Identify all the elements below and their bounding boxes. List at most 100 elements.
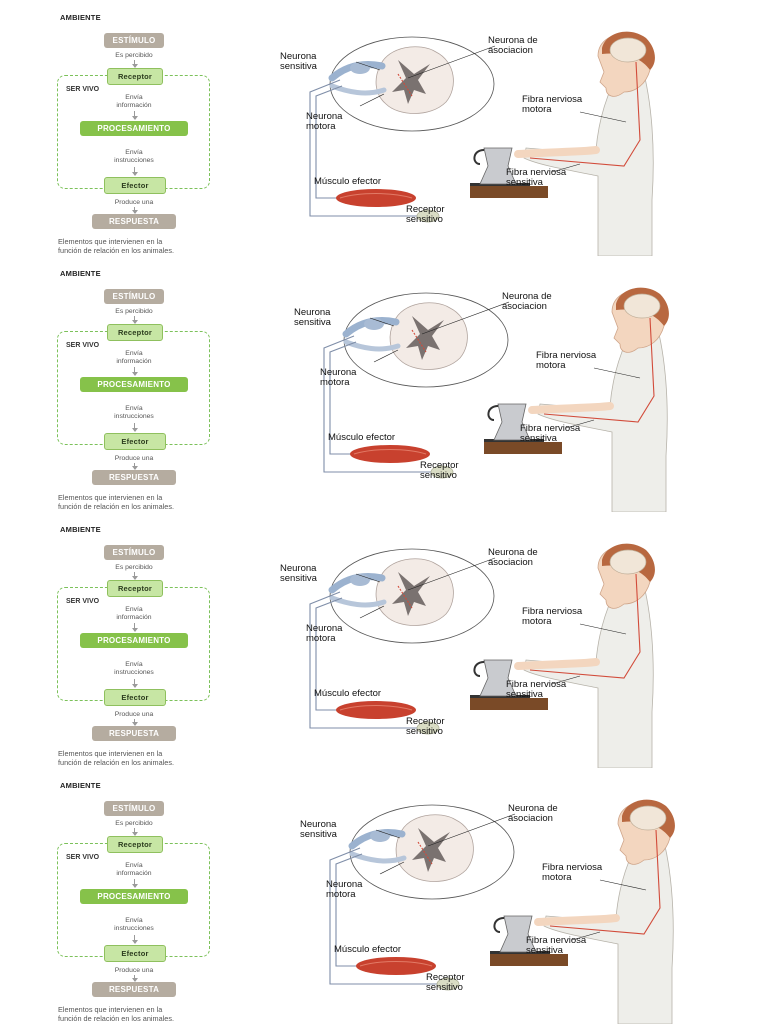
gray-matter (412, 828, 450, 872)
envia-informacion-text: Envía información (84, 862, 184, 878)
leader-line (407, 557, 496, 591)
nerve-fiber-path (549, 829, 661, 935)
effector-muscle (336, 189, 416, 207)
informacion-line: información (116, 614, 152, 621)
caption-line-2: función de relación en los animales. (58, 758, 175, 767)
ser-vivo-label: SER VIVO (66, 854, 100, 861)
label-line: Receptor (426, 972, 465, 983)
motor-fiber (315, 85, 343, 199)
motor-root (343, 339, 401, 352)
arrow-connector (131, 367, 138, 376)
dorsal-ganglion (370, 830, 390, 842)
instrucciones-line: instrucciones (114, 669, 154, 676)
association-neuron (411, 329, 427, 353)
es-percibido-text: Es percibido (115, 308, 153, 315)
receptor-sensitivo-label: Receptor sensitivo (406, 717, 445, 736)
arrow-connector (131, 463, 138, 470)
receptor-box: Receptor (107, 836, 163, 853)
arrow-connector (131, 316, 138, 324)
ser-vivo-label: SER VIVO (66, 598, 100, 605)
flow-caption: Elementos que intervienen en la función … (58, 237, 174, 255)
ambiente-heading: AMBIENTE (60, 781, 101, 790)
motor-fiber (329, 341, 357, 455)
envia-informacion-text: Envía información (84, 350, 184, 366)
label-line: Neurona de (502, 291, 552, 302)
neurona-asociacion-label: Neurona de asociacion (502, 292, 552, 311)
leader-line (369, 317, 395, 327)
gray-matter (392, 572, 430, 616)
envia-line: Envía (125, 405, 143, 412)
ser-vivo-label: SER VIVO (66, 86, 100, 93)
reflex-arc-illustration: Neurona sensitiva Neurona de asociacion … (294, 256, 684, 512)
label-line: Neurona (306, 111, 343, 122)
ambiente-heading: AMBIENTE (60, 269, 101, 278)
motor-fiber (335, 853, 363, 967)
association-neuron (417, 841, 433, 865)
caption-line-1: Elementos que intervienen en la (58, 237, 163, 246)
label-line: sensitivo (406, 725, 443, 737)
arrow-connector (131, 623, 138, 632)
arrow-connector (131, 719, 138, 726)
caption-line-2: función de relación en los animales. (58, 502, 175, 511)
nerve-fiber-path (543, 317, 655, 423)
fibra-sensitiva-label: Fibra nerviosa sensitiva (526, 936, 586, 955)
arrow-connector (131, 111, 138, 120)
label-line: motora (320, 376, 350, 388)
efector-box: Efector (104, 177, 166, 194)
envia-line: Envía (125, 350, 143, 357)
caption-line-1: Elementos que intervienen en la (58, 493, 163, 502)
envia-informacion-text: Envía información (84, 94, 184, 110)
informacion-line: información (116, 870, 152, 877)
person-body (523, 571, 654, 768)
estimulo-box: ESTÍMULO (104, 545, 164, 560)
neurona-asociacion-label: Neurona de asociacion (488, 36, 538, 55)
label-line: sensitiva (280, 60, 317, 72)
stove-top (490, 954, 568, 966)
procesamiento-box: PROCESAMIENTO (80, 633, 188, 648)
leader-line (579, 623, 627, 635)
ambiente-heading: AMBIENTE (60, 13, 101, 22)
arrow-connector (131, 167, 138, 176)
label-line: sensitiva (506, 176, 543, 188)
label-line: motora (522, 615, 552, 627)
produce-una-text: Produce una (114, 199, 154, 206)
respuesta-box: RESPUESTA (92, 982, 176, 997)
instrucciones-line: instrucciones (114, 157, 154, 164)
muscle-striation (339, 705, 413, 711)
fibra-motora-label: Fibra nerviosa motora (522, 95, 582, 114)
label-line: motora (542, 871, 572, 883)
label-line: motora (306, 120, 336, 132)
association-neuron (397, 585, 413, 609)
neurona-asociacion-label: Neurona de asociacion (488, 548, 538, 567)
sensory-fiber (309, 79, 420, 217)
leader-line (599, 879, 647, 891)
stove-top (484, 442, 562, 454)
flowchart: AMBIENTE ESTÍMULO Es percibido SER VIVO … (0, 768, 230, 1024)
label-line: Neurona de (508, 803, 558, 814)
sensory-receptor (436, 977, 460, 991)
coffee-pot-handle (487, 405, 499, 421)
arrow-connector (131, 207, 138, 214)
coffee-pot-handle (493, 917, 505, 933)
label-line: Neurona (326, 879, 363, 890)
label-line: Neurona (294, 307, 331, 318)
efector-box: Efector (104, 689, 166, 706)
reflex-arc-illustration: Neurona sensitiva Neurona de asociacion … (300, 768, 690, 1024)
brain (629, 805, 667, 831)
neurona-motora-label: Neurona motora (320, 368, 356, 387)
label-line: Neurona de (488, 35, 538, 46)
coffee-pot-handle (473, 149, 485, 165)
musculo-efector-label: Músculo efector (328, 432, 396, 443)
figure-panel: AMBIENTE ESTÍMULO Es percibido SER VIVO … (0, 0, 768, 256)
effector-muscle (350, 445, 430, 463)
label-line: sensitiva (506, 688, 543, 700)
procesamiento-box: PROCESAMIENTO (80, 889, 188, 904)
leader-line (359, 93, 385, 107)
brain (609, 37, 647, 63)
leader-line (355, 573, 381, 583)
sensory-fiber (323, 335, 434, 473)
fibra-sensitiva-label: Fibra nerviosa sensitiva (520, 424, 580, 443)
label-line: sensitiva (520, 432, 557, 444)
person-arm (514, 146, 600, 158)
label-line: motora (306, 632, 336, 644)
